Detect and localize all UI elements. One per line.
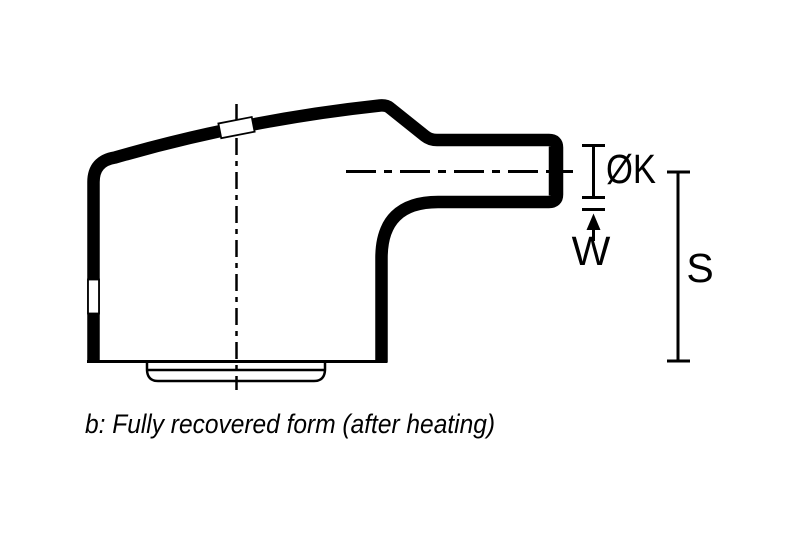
figure-caption: b: Fully recovered form (after heating)	[85, 409, 495, 439]
wall-breaks	[87, 115, 256, 315]
centerlines	[235, 104, 573, 390]
wall-break-left	[87, 278, 100, 315]
label-wall-w: W	[572, 228, 611, 274]
dimension-height-s	[667, 170, 690, 363]
wall-break-top	[217, 115, 256, 140]
label-height-s: S	[686, 245, 713, 291]
dim-w-arrowhead	[586, 213, 601, 230]
dimension-wall-w	[582, 208, 605, 241]
boot-wall-outline	[87, 99, 564, 362]
dimension-diameter-k	[582, 144, 605, 199]
label-diameter-k: ØK	[606, 146, 656, 192]
